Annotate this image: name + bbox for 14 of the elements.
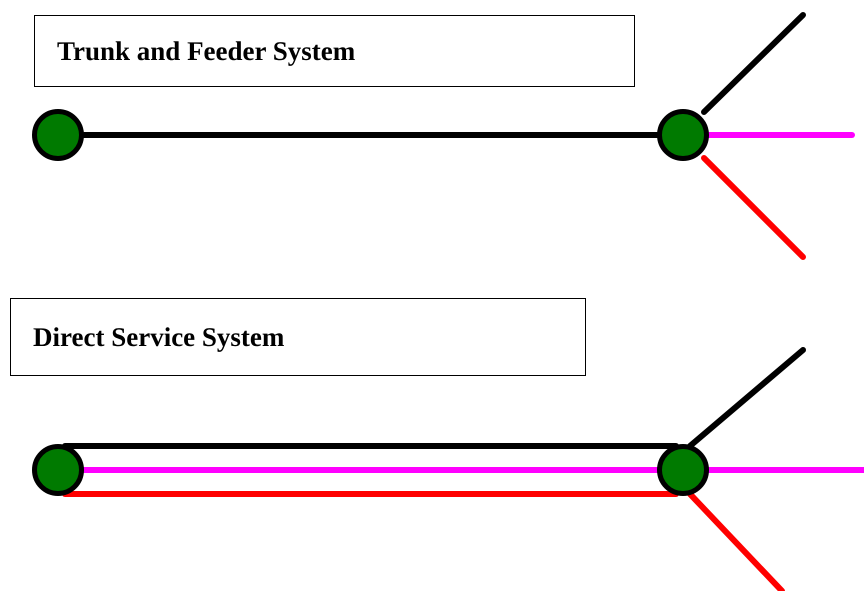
route-line [687, 491, 785, 591]
title-box [34, 15, 635, 87]
route-line [62, 491, 679, 497]
route-line [687, 347, 806, 449]
route-line [62, 443, 679, 449]
route-line [701, 12, 806, 115]
title-text: Direct Service System [33, 322, 284, 352]
route-line [701, 155, 806, 260]
title-text: Trunk and Feeder System [57, 36, 356, 66]
title-box [10, 298, 586, 376]
station-circle [657, 109, 709, 161]
station-circle [32, 444, 84, 496]
station-circle [657, 444, 709, 496]
station-circle [32, 109, 84, 161]
